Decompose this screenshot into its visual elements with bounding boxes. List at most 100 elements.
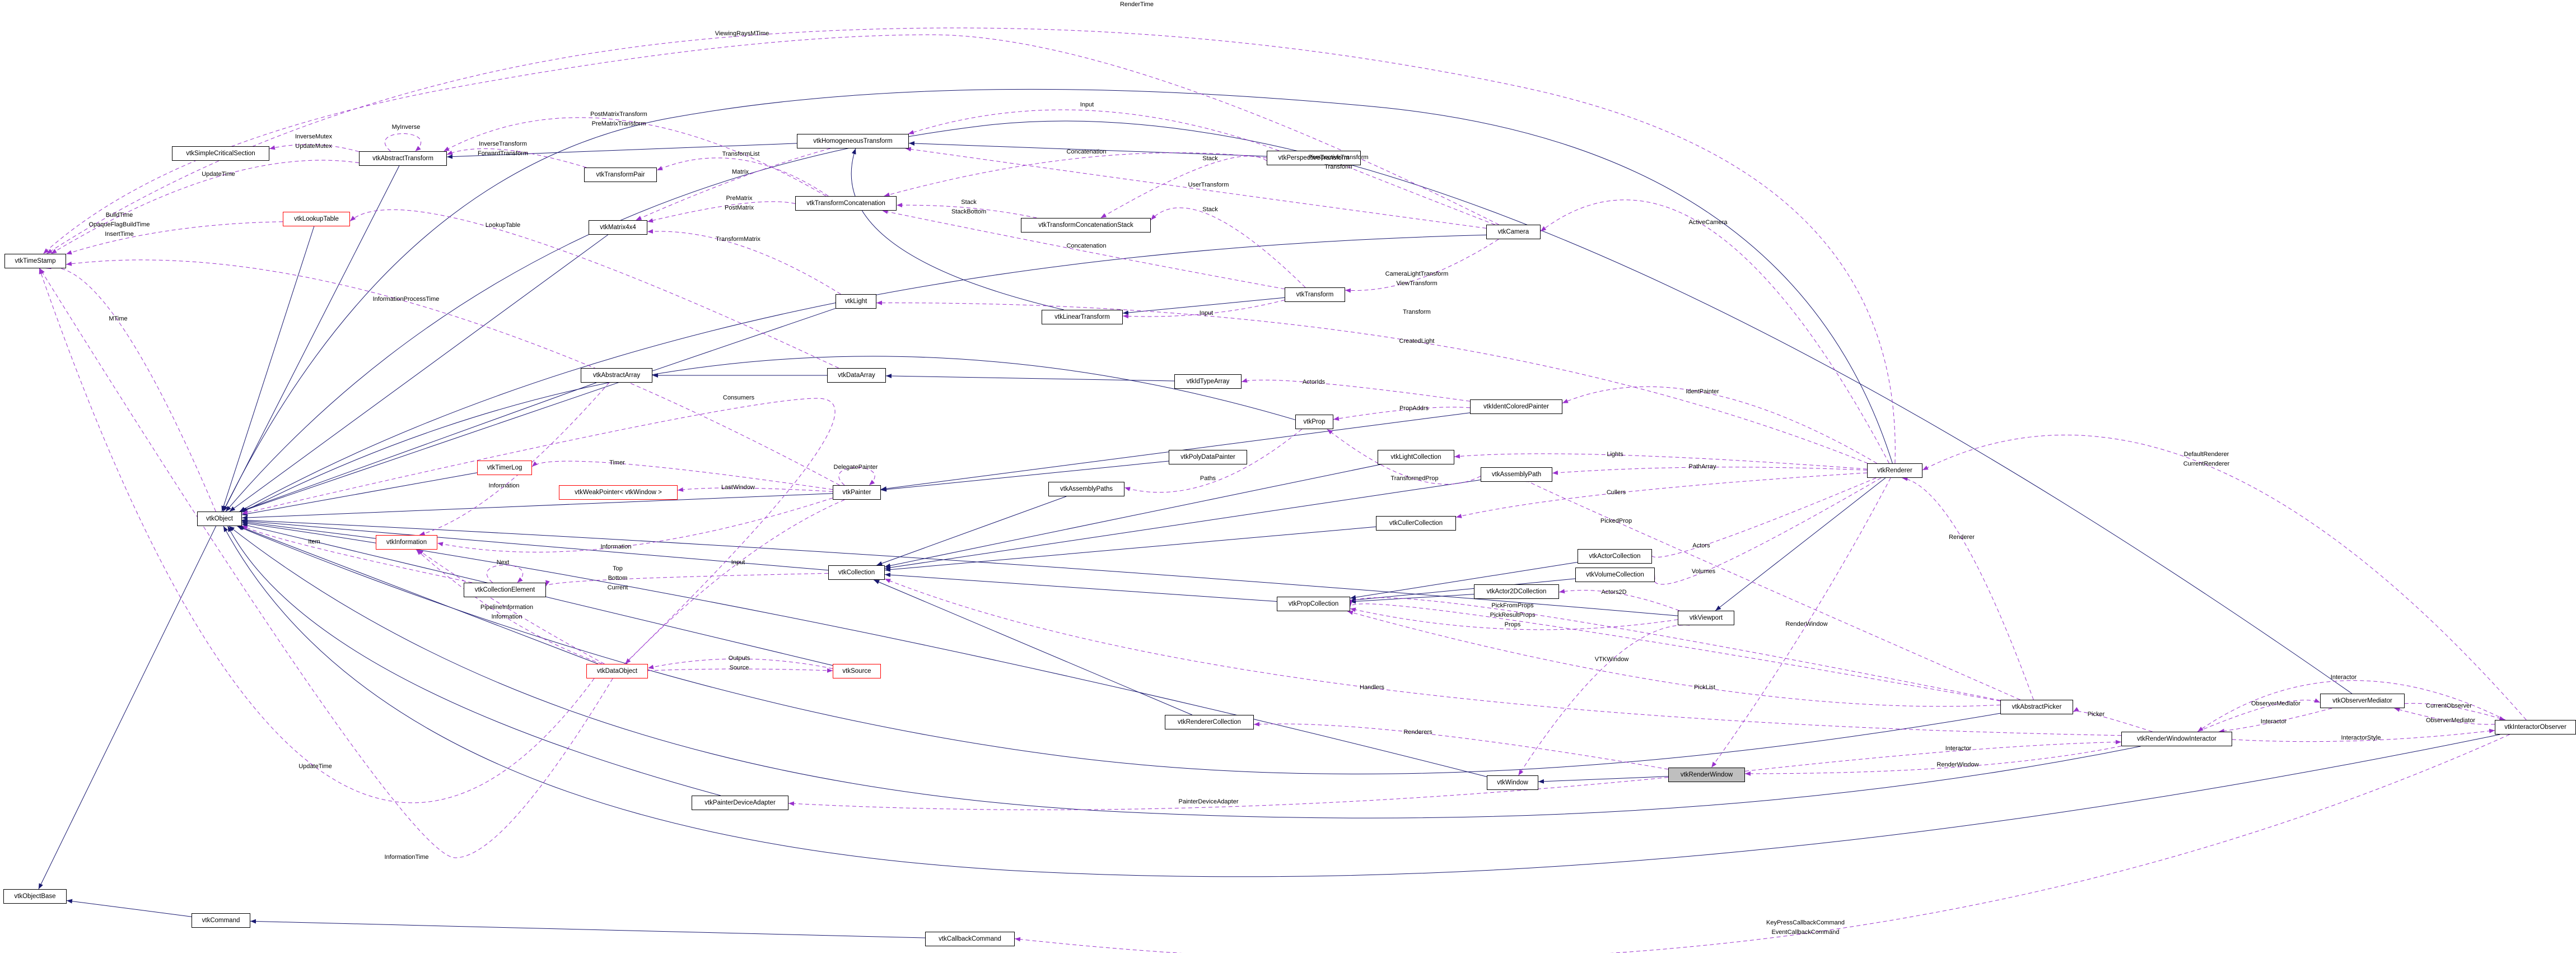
class-node-vtkCollection[interactable]: vtkCollection bbox=[828, 565, 885, 580]
class-node-vtkLightCollection[interactable]: vtkLightCollection bbox=[1378, 450, 1454, 464]
class-node-vtkTimerLog[interactable]: vtkTimerLog bbox=[477, 461, 532, 475]
class-node-vtkWeakPointerVtkWindow[interactable]: vtkWeakPointer< vtkWindow > bbox=[559, 485, 678, 500]
edge-vtkPainterDeviceAdapter-to-vtkObject bbox=[227, 526, 721, 796]
class-node-vtkAssemblyPath[interactable]: vtkAssemblyPath bbox=[1481, 467, 1552, 482]
class-node-vtkTransformConcatenation[interactable]: vtkTransformConcatenation bbox=[795, 196, 897, 211]
class-node-vtkPerspectiveTransform[interactable]: vtkPerspectiveTransform bbox=[1267, 151, 1361, 165]
class-node-vtkSource[interactable]: vtkSource bbox=[833, 664, 881, 678]
edge-vtkSource-to-vtkDataObject bbox=[647, 658, 833, 670]
class-node-vtkActor2DCollection[interactable]: vtkActor2DCollection bbox=[1474, 584, 1559, 599]
class-node-vtkLight[interactable]: vtkLight bbox=[836, 294, 876, 309]
class-node-vtkCollectionElement[interactable]: vtkCollectionElement bbox=[464, 583, 546, 597]
class-node-vtkPropCollection[interactable]: vtkPropCollection bbox=[1277, 597, 1350, 611]
edge-vtkAssemblyPath-to-vtkProp bbox=[1327, 429, 1481, 485]
edge-vtkRenderWindow-to-vtkWindow bbox=[1538, 776, 1669, 784]
class-node-vtkInformation[interactable]: vtkInformation bbox=[376, 535, 437, 550]
edge-vtkTimerLog-to-vtkObject bbox=[241, 472, 478, 517]
edge-vtkRenderer-to-vtkActorCollection bbox=[1647, 477, 1877, 558]
class-node-vtkSimpleCriticalSection[interactable]: vtkSimpleCriticalSection bbox=[172, 146, 269, 161]
class-node-vtkVolumeCollection[interactable]: vtkVolumeCollection bbox=[1575, 568, 1655, 582]
class-node-vtkPainter[interactable]: vtkPainter bbox=[833, 485, 881, 500]
class-node-vtkTimeStamp[interactable]: vtkTimeStamp bbox=[4, 254, 66, 268]
class-node-vtkAbstractPicker[interactable]: vtkAbstractPicker bbox=[2000, 700, 2073, 714]
edge-vtkRenderer-to-vtkRenderWindow bbox=[1711, 477, 1891, 768]
edge-vtkObserverMediator-to-vtkObject bbox=[225, 120, 2353, 694]
class-node-vtkCamera[interactable]: vtkCamera bbox=[1486, 225, 1541, 239]
edge-vtkInteractorObserver-to-vtkRenderer bbox=[1922, 435, 2527, 720]
class-node-vtkInteractorObserver[interactable]: vtkInteractorObserver bbox=[2495, 720, 2576, 734]
edge-vtkTransformConcatenationStack-to-vtkTransformConcatenation bbox=[896, 203, 1037, 219]
edge-vtkAbstractArray-to-vtkInformation bbox=[419, 382, 610, 536]
class-node-vtkRenderer[interactable]: vtkRenderer bbox=[1867, 463, 1922, 478]
class-node-vtkIdTypeArray[interactable]: vtkIdTypeArray bbox=[1174, 374, 1242, 389]
edge-vtkDataObject-to-vtkObject bbox=[238, 526, 599, 664]
edge-vtkPerspectiveTransform-to-vtkTransformConcatenation bbox=[884, 152, 1267, 197]
class-node-vtkCullerCollection[interactable]: vtkCullerCollection bbox=[1376, 516, 1456, 531]
class-node-vtkObserverMediator[interactable]: vtkObserverMediator bbox=[2320, 694, 2405, 708]
edge-vtkPainter-to-vtkDataObject bbox=[625, 499, 845, 664]
class-node-vtkPainterDeviceAdapter[interactable]: vtkPainterDeviceAdapter bbox=[692, 796, 788, 810]
class-node-vtkTransform[interactable]: vtkTransform bbox=[1285, 287, 1345, 302]
edge-vtkRenderer-to-vtkLightCollection bbox=[1454, 453, 1868, 469]
class-node-vtkCallbackCommand[interactable]: vtkCallbackCommand bbox=[925, 932, 1015, 946]
edge-vtkIdentColoredPainter-to-vtkProp bbox=[1333, 407, 1471, 421]
edge-vtkAbstractPicker-to-vtkPropCollection bbox=[1348, 597, 2001, 701]
edges bbox=[38, 27, 2527, 953]
edge-vtkLightCollection-to-vtkCollection bbox=[884, 464, 1381, 568]
class-node-vtkRenderWindow[interactable]: vtkRenderWindow bbox=[1668, 768, 1745, 782]
class-node-vtkWindow[interactable]: vtkWindow bbox=[1487, 775, 1538, 790]
edge-vtkInteractorObserver-to-vtkCallbackCommand bbox=[1014, 734, 2510, 953]
class-node-vtkMatrix4x4[interactable]: vtkMatrix4x4 bbox=[589, 220, 647, 235]
edge-vtkIdTypeArray-to-vtkDataArray bbox=[885, 374, 1175, 382]
edge-vtkInformation-to-vtkObject bbox=[241, 520, 376, 539]
edge-vtkTransform-to-vtkTransformConcatenation bbox=[882, 210, 1285, 290]
class-node-vtkTransformPair[interactable]: vtkTransformPair bbox=[584, 168, 657, 182]
class-node-vtkRendererCollection[interactable]: vtkRendererCollection bbox=[1165, 715, 1254, 729]
edge-vtkViewport-to-vtkActor2DCollection bbox=[1558, 589, 1680, 611]
class-node-vtkViewport[interactable]: vtkViewport bbox=[1678, 611, 1734, 625]
class-node-vtkTransformConcatenationStack[interactable]: vtkTransformConcatenationStack bbox=[1021, 218, 1151, 233]
edge-vtkObject-to-vtkTimeStamp bbox=[45, 264, 216, 512]
edge-vtkAbstractPicker-to-vtkObject bbox=[237, 526, 2001, 775]
class-node-vtkLinearTransform[interactable]: vtkLinearTransform bbox=[1042, 310, 1123, 324]
edge-vtkDataObject-to-vtkSource bbox=[647, 668, 833, 673]
class-node-vtkCommand[interactable]: vtkCommand bbox=[192, 913, 250, 928]
class-node-vtkAbstractArray[interactable]: vtkAbstractArray bbox=[581, 368, 652, 383]
edge-vtkRenderer-to-vtkVolumeCollection bbox=[1650, 477, 1882, 585]
class-node-vtkActorCollection[interactable]: vtkActorCollection bbox=[1578, 549, 1652, 564]
edge-vtkDataObject-to-vtkTimeStamp bbox=[39, 268, 613, 858]
edge-vtkAbstractTransform-to-vtkSimpleCriticalSection bbox=[269, 144, 360, 152]
edge-vtkAbstractPicker-to-vtkPropCollection bbox=[1348, 601, 2001, 701]
class-node-vtkObject[interactable]: vtkObject bbox=[197, 512, 242, 526]
edge-vtkPainter-to-vtkTimerLog bbox=[531, 461, 833, 490]
edge-vtkHomogeneousTransform-to-vtkAbstractTransform bbox=[446, 143, 797, 159]
edge-vtkProp-to-vtkObject bbox=[241, 356, 1296, 513]
class-node-vtkAbstractTransform[interactable]: vtkAbstractTransform bbox=[359, 151, 447, 166]
class-node-vtkIdentColoredPainter[interactable]: vtkIdentColoredPainter bbox=[1470, 399, 1562, 414]
edge-vtkRenderer-to-vtkCamera bbox=[1540, 199, 1889, 464]
class-node-vtkRenderWindowInteractor[interactable]: vtkRenderWindowInteractor bbox=[2121, 732, 2232, 746]
class-node-vtkDataArray[interactable]: vtkDataArray bbox=[827, 368, 886, 383]
edge-vtkCommand-to-vtkObjectBase bbox=[66, 899, 192, 917]
edge-vtkAbstractTransform-to-vtkObject bbox=[223, 165, 400, 512]
class-node-vtkAssemblyPaths[interactable]: vtkAssemblyPaths bbox=[1048, 482, 1124, 496]
edge-vtkActor2DCollection-to-vtkPropCollection bbox=[1350, 594, 1474, 604]
edge-vtkPerspectiveTransform-to-vtkHomogeneousTransform bbox=[908, 109, 1280, 151]
class-node-vtkPolyDataPainter[interactable]: vtkPolyDataPainter bbox=[1169, 450, 1247, 464]
class-node-vtkHomogeneousTransform[interactable]: vtkHomogeneousTransform bbox=[797, 134, 909, 148]
class-node-vtkLookupTable[interactable]: vtkLookupTable bbox=[283, 212, 350, 226]
edge-vtkAbstractPicker-to-vtkPropCollection bbox=[1347, 610, 2001, 707]
edge-vtkAbstractPicker-to-vtkRenderer bbox=[1902, 476, 2034, 700]
class-node-vtkProp[interactable]: vtkProp bbox=[1295, 415, 1333, 429]
class-node-vtkDataObject[interactable]: vtkDataObject bbox=[586, 664, 648, 678]
edge-vtkRenderer-to-vtkViewport bbox=[1715, 477, 1886, 611]
edge-vtkAbstractArray-to-vtkObject bbox=[239, 382, 597, 512]
edge-vtkCamera-to-vtkTransform bbox=[1345, 239, 1499, 293]
edge-vtkPainter-to-vtkTimeStamp bbox=[66, 259, 840, 486]
edge-vtkAbstractPicker-to-vtkAssemblyPath bbox=[1523, 477, 2020, 700]
edge-vtkTransformPair-to-vtkAbstractTransform bbox=[446, 148, 587, 168]
edge-vtkObject-to-vtkObjectBase bbox=[38, 526, 217, 890]
edge-vtkTransformConcatenation-to-vtkMatrix4x4 bbox=[647, 201, 796, 223]
class-node-vtkObjectBase[interactable]: vtkObjectBase bbox=[3, 889, 67, 904]
